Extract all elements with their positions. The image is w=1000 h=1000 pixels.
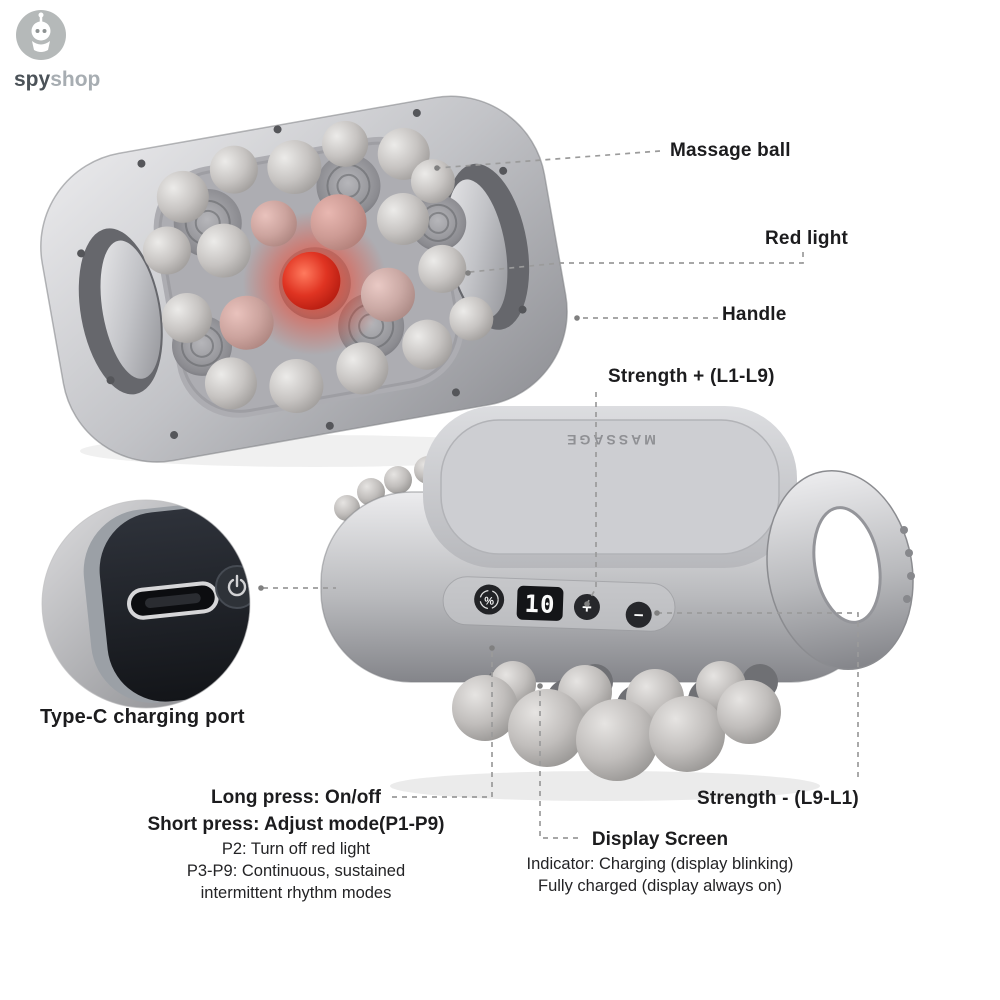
instructions-block: Long press: On/off Short press: Adjust m… xyxy=(111,784,481,904)
spy-mascot-icon xyxy=(16,10,66,60)
instruction-long-press: Long press: On/off xyxy=(211,787,381,808)
red-light-ball xyxy=(282,251,341,310)
display-indicator-line2: Fully charged (display always on) xyxy=(538,877,782,895)
instruction-short-press: Short press: Adjust mode(P1-P9) xyxy=(147,814,445,835)
display-value: 10 xyxy=(524,590,556,619)
plus-icon: + xyxy=(582,598,593,617)
strength-minus-label: Strength - (L9-L1) xyxy=(697,788,859,809)
brand-name-suffix: shop xyxy=(50,68,101,91)
display-screen-label: Display Screen xyxy=(591,829,729,850)
massage-ball-label: Massage ball xyxy=(670,140,791,161)
instruction-p3-line1: P3-P9: Continuous, sustained xyxy=(186,862,406,880)
display-screen xyxy=(516,585,564,621)
red-reflections xyxy=(219,194,415,350)
minus-icon: − xyxy=(633,606,644,625)
strength-minus-button xyxy=(625,601,652,628)
brand-name-prefix: spy xyxy=(14,68,51,91)
handle-label: Handle xyxy=(722,304,787,325)
device-lid: MASSAGE xyxy=(423,406,797,568)
mode-glyph: % xyxy=(484,595,494,607)
mode-button xyxy=(474,584,505,615)
display-indicator-line1: Indicator: Charging (display blinking) xyxy=(526,855,794,873)
display-screen-block: Display Screen Indicator: Charging (disp… xyxy=(500,826,820,897)
mode-cycle-icon xyxy=(479,589,499,610)
type-c-label: Type-C charging port xyxy=(40,706,245,728)
type-c-inset xyxy=(41,499,251,709)
brand-name: spyshop xyxy=(14,68,152,92)
red-light-label: Red light xyxy=(765,228,849,249)
instruction-p3-line2: intermittent rhythm modes xyxy=(200,884,392,902)
strength-plus-label: Strength + (L1-L9) xyxy=(608,366,775,387)
power-icon xyxy=(227,574,247,597)
device-top-view xyxy=(40,95,568,467)
massage-balls-top xyxy=(142,120,494,414)
embossed-massage-label: MASSAGE xyxy=(564,432,656,448)
rim-screws xyxy=(77,108,527,440)
device-front-view: MASSAGE % 10 + − xyxy=(320,406,915,801)
instruction-p2: P2: Turn off red light xyxy=(221,840,371,858)
control-panel: % 10 + − xyxy=(442,576,676,632)
brand-logo: spyshop xyxy=(12,8,152,92)
